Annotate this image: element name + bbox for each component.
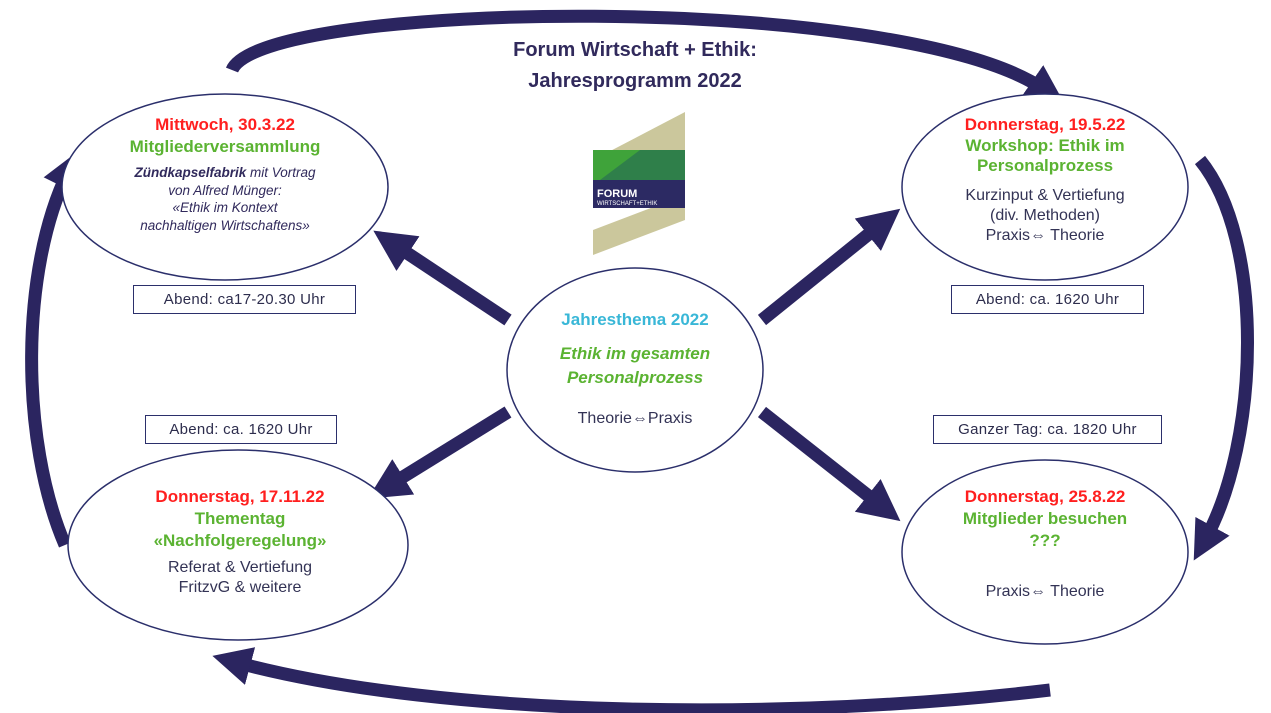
center-theme-line1: Ethik im gesamten xyxy=(559,344,711,363)
event-march-desc2: von Alfred Münger: xyxy=(168,182,282,198)
arrow-august-to-november xyxy=(212,647,1051,713)
title-line2: Jahresprogramm 2022 xyxy=(528,70,742,92)
event-august-ellipse xyxy=(901,459,1189,645)
arrow-march-to-may xyxy=(225,9,1065,104)
event-march-time: Abend: ca17-20.30 Uhr xyxy=(133,285,356,314)
event-march-desc4: nachhaltigen Wirtschaftens» xyxy=(140,217,310,233)
spoke-arrows xyxy=(367,208,901,522)
event-march-desc1: mit Vortrag xyxy=(246,165,316,180)
event-november: Donnerstag, 17.11.22 Thementag «Nachfolg… xyxy=(90,486,390,598)
forum-logo: FORUM WIRTSCHAFT+ETHIK xyxy=(593,112,685,255)
center-relation: Theorie⇔Praxis xyxy=(577,410,693,427)
diagram-title: Forum Wirtschaft + Ethik: Jahresprogramm… xyxy=(430,35,840,97)
logo-line1: FORUM xyxy=(597,188,637,200)
event-august-title1: Mitglieder besuchen xyxy=(962,509,1128,528)
event-november-title1: Thementag xyxy=(194,509,286,528)
event-march-desc3: «Ethik im Kontext xyxy=(172,200,278,215)
event-may-time: Abend: ca. 1620 Uhr xyxy=(951,285,1144,314)
event-november-desc: Referat & Vertiefung FritzvG & weitere xyxy=(90,558,390,598)
event-november-time: Abend: ca. 1620 Uhr xyxy=(145,415,337,444)
event-august-date: Donnerstag, 25.8.22 xyxy=(964,487,1126,506)
event-may: Donnerstag, 19.5.22 Workshop: Ethik im P… xyxy=(905,114,1185,246)
center-heading: Jahresthema 2022 xyxy=(561,310,709,329)
event-august-time: Ganzer Tag: ca. 1820 Uhr xyxy=(933,415,1162,444)
event-march-ellipse xyxy=(61,93,389,281)
event-november-ellipse xyxy=(67,449,409,641)
event-march-title: Mitgliederversammlung xyxy=(129,137,321,156)
event-march-date: Mittwoch, 30.3.22 xyxy=(155,115,295,134)
event-may-title1: Workshop: Ethik im xyxy=(965,136,1125,155)
event-august-title2: ??? xyxy=(1029,531,1061,550)
arrow-may-to-august xyxy=(1193,155,1254,561)
event-may-desc: Kurzinput & Vertiefung (div. Methoden) P… xyxy=(905,186,1185,246)
event-may-ellipse xyxy=(901,93,1189,281)
event-may-date: Donnerstag, 19.5.22 xyxy=(964,115,1126,134)
center-theme-line2: Personalprozess xyxy=(566,368,704,387)
event-november-title2: «Nachfolgeregelung» xyxy=(153,531,327,550)
event-march-venue: Zündkapselfabrik xyxy=(134,165,247,180)
center-ellipse xyxy=(506,267,764,473)
spoke-arrow-august xyxy=(757,406,901,522)
event-august-desc1: Praxis⇔ Theorie xyxy=(985,583,1105,600)
cycle-arrows xyxy=(25,9,1254,713)
event-november-desc1: Referat & Vertiefung xyxy=(167,559,313,576)
event-november-date: Donnerstag, 17.11.22 xyxy=(155,487,325,506)
event-august: Donnerstag, 25.8.22 Mitglieder besuchen … xyxy=(905,486,1185,602)
title-line1: Forum Wirtschaft + Ethik: xyxy=(513,39,757,61)
event-may-desc1: Kurzinput & Vertiefung xyxy=(965,187,1125,204)
spoke-arrow-march xyxy=(373,230,512,326)
event-may-desc2: (div. Methoden) xyxy=(990,207,1100,224)
arrow-november-to-march xyxy=(25,150,79,548)
spoke-arrow-may xyxy=(757,208,901,326)
spoke-arrow-november xyxy=(367,406,512,499)
event-may-desc3: Praxis⇔ Theorie xyxy=(985,227,1105,244)
event-november-desc2: FritzvG & weitere xyxy=(178,579,302,596)
logo-line2: WIRTSCHAFT+ETHIK xyxy=(597,201,657,207)
event-march: Mittwoch, 30.3.22 Mitgliederversammlung … xyxy=(75,114,375,234)
event-may-title2: Personalprozess xyxy=(976,156,1114,175)
event-march-desc: Zündkapselfabrik mit Vortrag von Alfred … xyxy=(75,164,375,234)
center-theme: Jahresthema 2022 Ethik im gesamten Perso… xyxy=(520,308,750,430)
